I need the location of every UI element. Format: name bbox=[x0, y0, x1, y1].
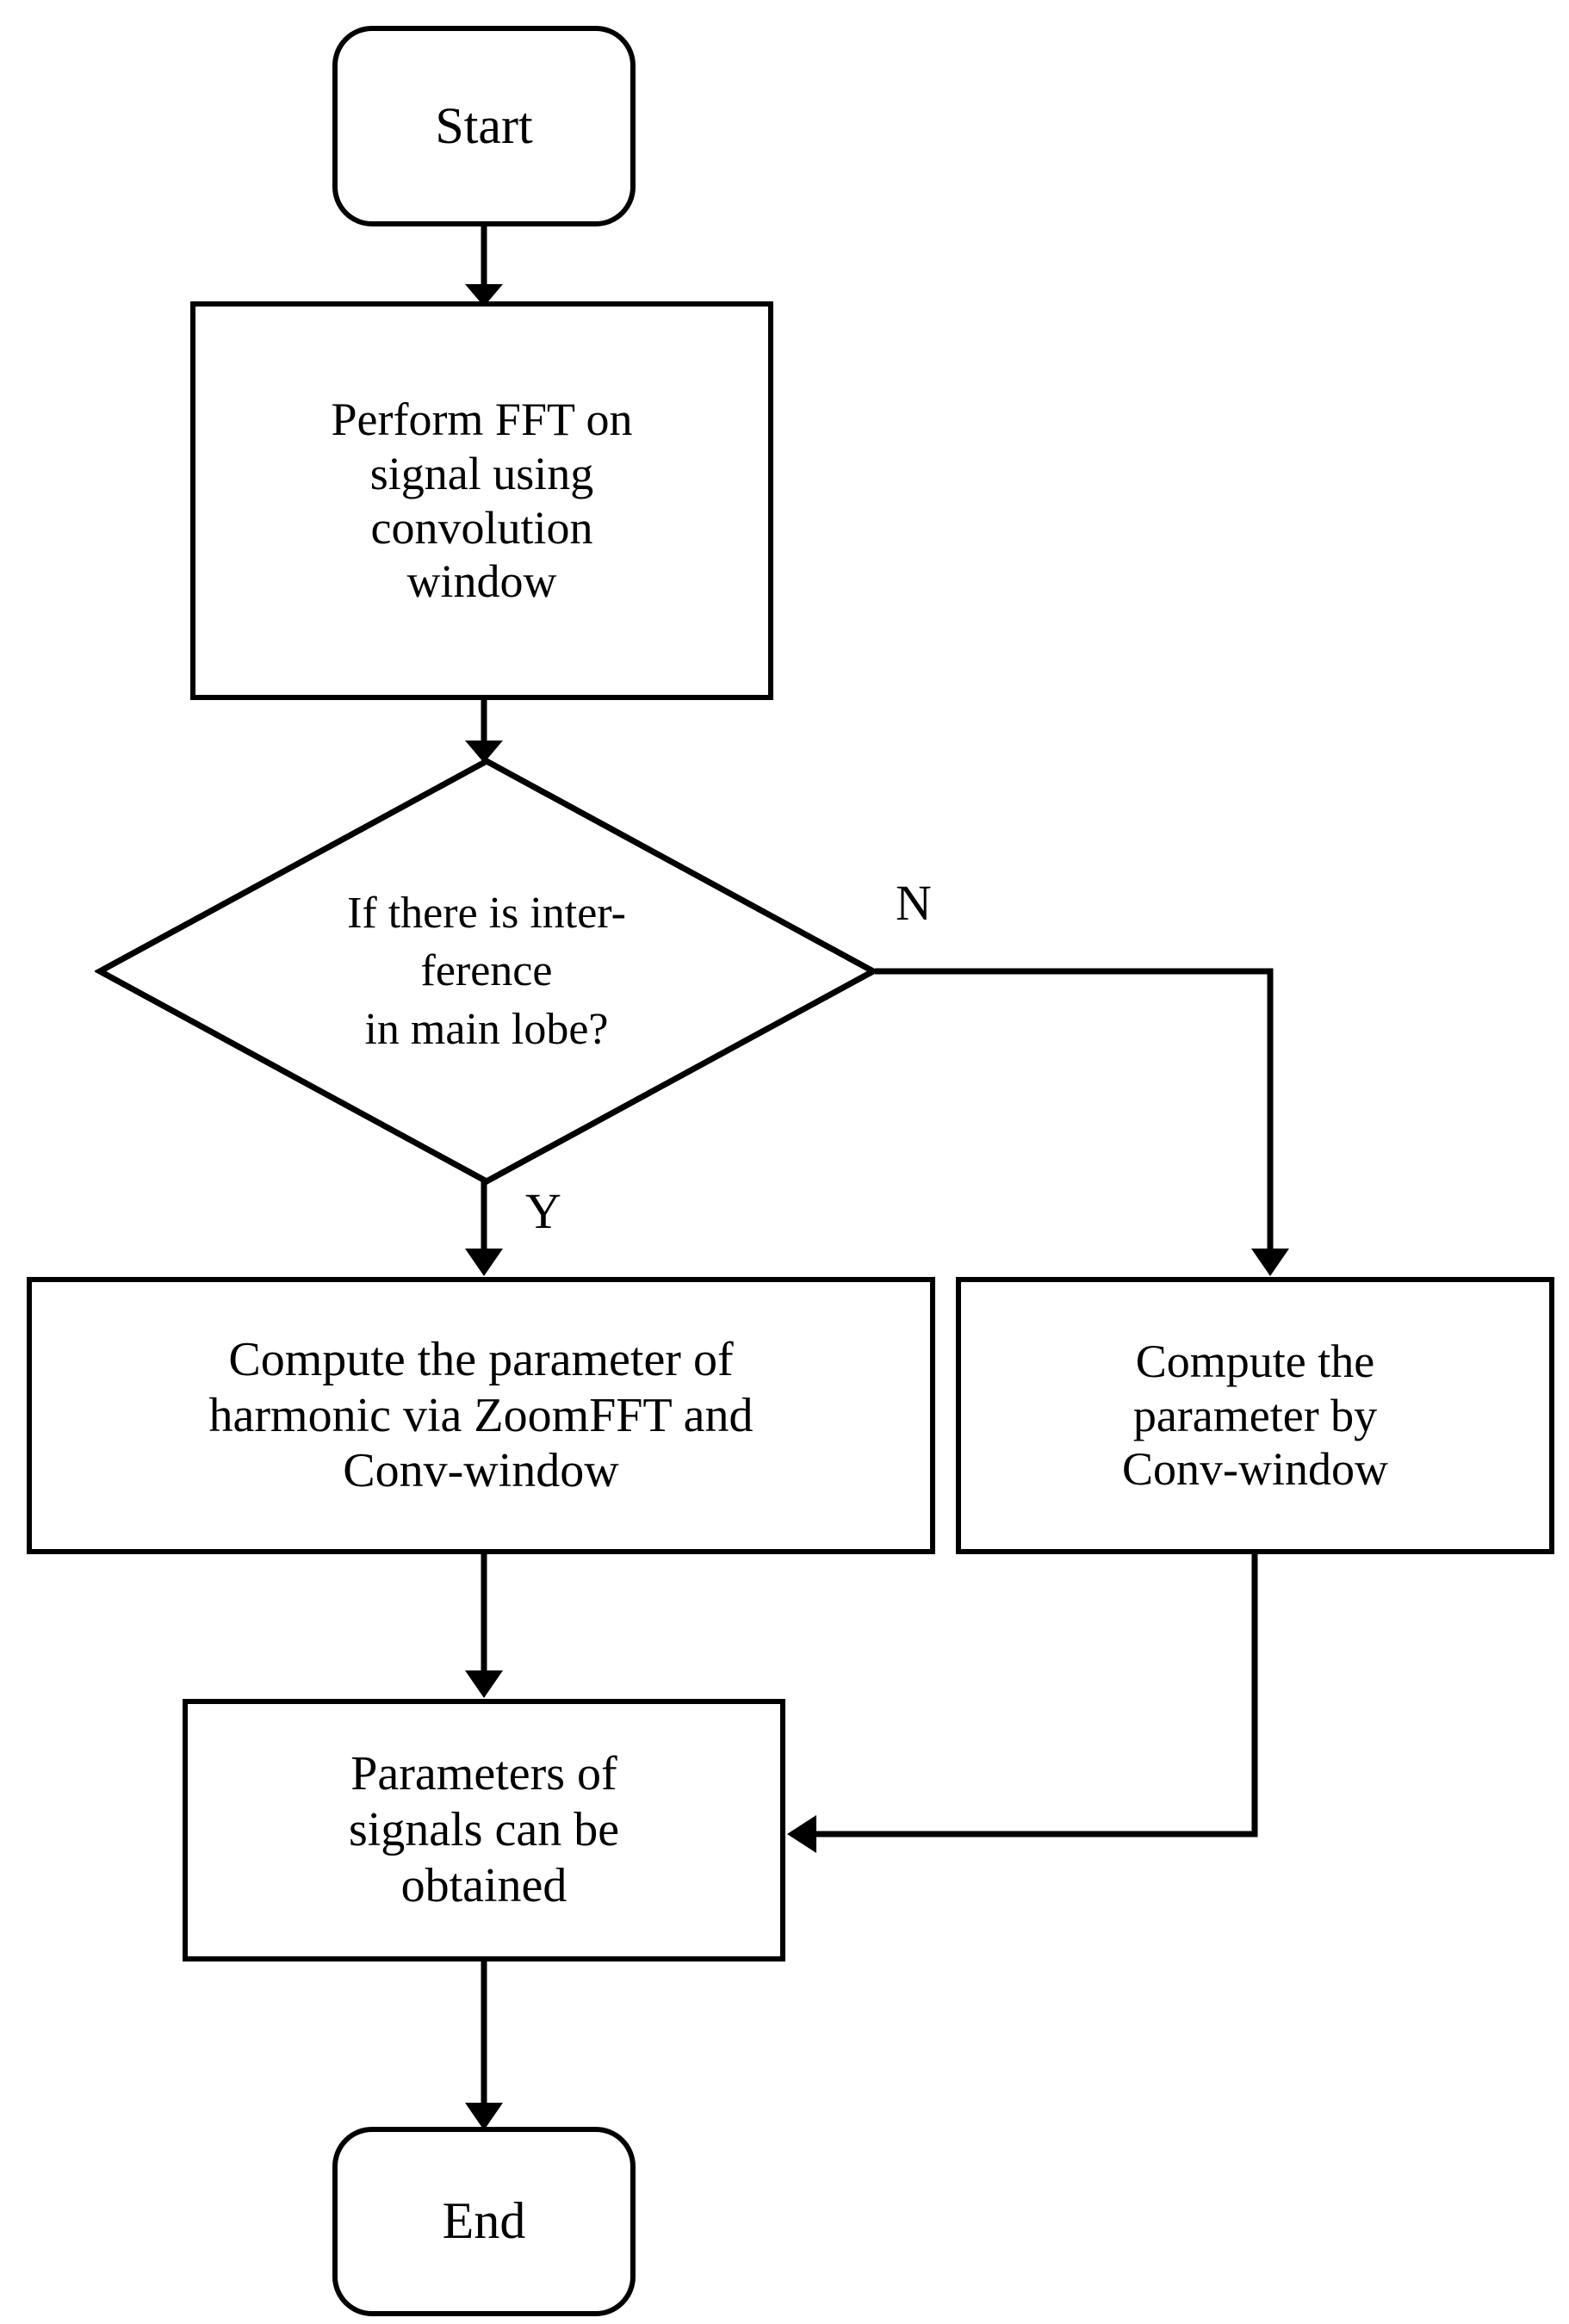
edge-start-to-fft bbox=[465, 226, 503, 307]
decision-label: If there is inter- ference in main lobe? bbox=[347, 888, 626, 1054]
edge-label-no: N bbox=[896, 875, 932, 931]
edge-params-to-end bbox=[465, 1961, 503, 2130]
edge-fft-to-decision bbox=[465, 700, 503, 763]
edge-decision-yes bbox=[465, 1181, 503, 1276]
node-perform-fft[interactable]: Perform FFT on signal using convolution … bbox=[190, 301, 773, 700]
edge-zoomfft-to-params bbox=[465, 1554, 503, 1698]
edge-decision-no bbox=[875, 968, 1289, 1276]
node-compute-conv-window[interactable]: Compute the parameter by Conv-window bbox=[956, 1277, 1554, 1554]
node-parameters-obtained[interactable]: Parameters of signals can be obtained bbox=[183, 1699, 785, 1961]
node-compute-zoomfft[interactable]: Compute the parameter of harmonic via Zo… bbox=[27, 1277, 935, 1554]
node-start[interactable]: Start bbox=[332, 26, 636, 226]
node-end[interactable]: End bbox=[332, 2127, 636, 2316]
decision-diamond-shape bbox=[95, 758, 878, 1185]
edge-convwindow-to-params bbox=[787, 1554, 1258, 1853]
node-interference-decision[interactable]: If there is inter- ference in main lobe? bbox=[95, 756, 878, 1187]
edge-label-yes: Y bbox=[525, 1183, 561, 1239]
